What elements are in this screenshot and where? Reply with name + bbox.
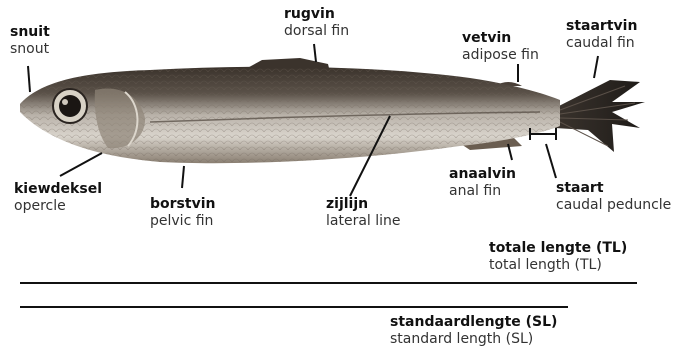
label-opercle-nl: kiewdeksel xyxy=(14,181,102,198)
fish-eye xyxy=(53,89,87,123)
label-opercle-en: opercle xyxy=(14,198,102,215)
label-anal: anaalvin anal fin xyxy=(449,166,516,200)
label-pelvic-nl: borstvin xyxy=(150,196,215,213)
label-opercle: kiewdeksel opercle xyxy=(14,181,102,215)
label-snout-nl: snuit xyxy=(10,24,50,41)
label-adipose-en: adipose fin xyxy=(462,47,539,64)
caudal-fin-shape xyxy=(555,80,645,152)
label-peduncle-nl: staart xyxy=(556,180,671,197)
label-adipose-nl: vetvin xyxy=(462,30,539,47)
label-peduncle-en: caudal peduncle xyxy=(556,197,671,214)
pointer-dorsal xyxy=(314,44,316,62)
label-anal-en: anal fin xyxy=(449,183,516,200)
label-standard-length-en: standard length (SL) xyxy=(390,331,557,348)
label-standard-length-nl: standaardlengte (SL) xyxy=(390,314,557,331)
label-pelvic: borstvin pelvic fin xyxy=(150,196,215,230)
label-total-length: totale lengte (TL) total length (TL) xyxy=(489,240,627,274)
label-standard-length: standaardlengte (SL) standard length (SL… xyxy=(390,314,557,348)
label-caudal-nl: staartvin xyxy=(566,18,637,35)
label-total-length-en: total length (TL) xyxy=(489,257,627,274)
label-total-length-nl: totale lengte (TL) xyxy=(489,240,627,257)
label-anal-nl: anaalvin xyxy=(449,166,516,183)
label-pelvic-en: pelvic fin xyxy=(150,213,215,230)
label-dorsal-en: dorsal fin xyxy=(284,23,349,40)
label-caudal: staartvin caudal fin xyxy=(566,18,637,52)
label-peduncle: staart caudal peduncle xyxy=(556,180,671,214)
pointer-opercle xyxy=(60,153,102,176)
label-dorsal-nl: rugvin xyxy=(284,6,349,23)
label-lateral-en: lateral line xyxy=(326,213,401,230)
pointer-snout xyxy=(28,66,30,92)
label-lateral-nl: zijlijn xyxy=(326,196,401,213)
pointer-caudal xyxy=(594,56,598,78)
label-lateral: zijlijn lateral line xyxy=(326,196,401,230)
label-caudal-en: caudal fin xyxy=(566,35,637,52)
label-adipose: vetvin adipose fin xyxy=(462,30,539,64)
label-snout: snuit snout xyxy=(10,24,50,58)
label-dorsal: rugvin dorsal fin xyxy=(284,6,349,40)
pointer-peduncle xyxy=(546,144,556,178)
pointer-pelvic xyxy=(182,166,184,188)
label-snout-en: snout xyxy=(10,41,50,58)
